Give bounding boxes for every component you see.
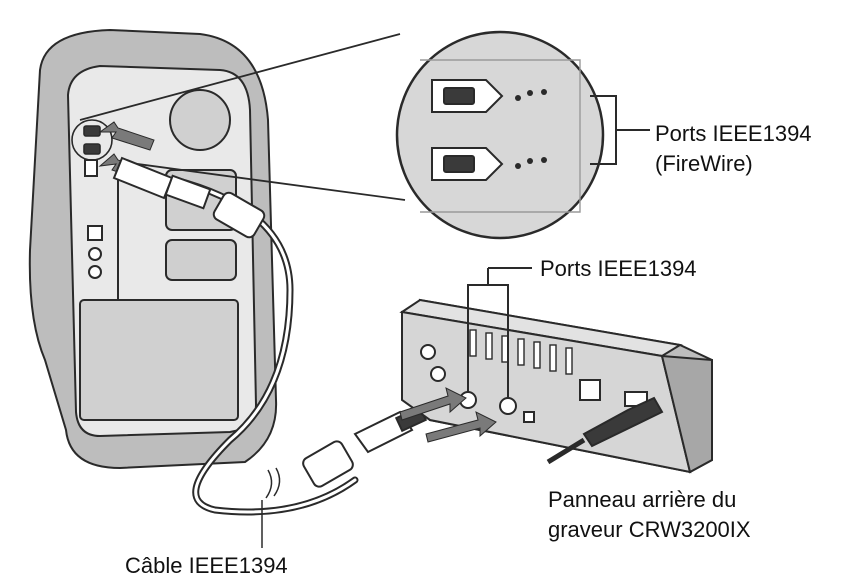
zoom-circle — [395, 30, 605, 240]
drive-vent-slots — [469, 329, 573, 375]
cd-writer-drive — [399, 298, 713, 474]
drive-ports-label: Ports IEEE1394 — [540, 256, 697, 281]
drive-panel-label-line2: graveur CRW3200IX — [548, 517, 751, 542]
cable-label: Câble IEEE1394 — [125, 553, 288, 578]
cable-plug-computer — [112, 156, 212, 210]
ieee1394-cable-inner — [173, 178, 357, 514]
zoom-connector-lines — [79, 33, 406, 201]
drive-firewire-ports — [459, 391, 517, 415]
cable-break-marks — [261, 467, 281, 548]
firewire-ports-label: Ports IEEE1394 — [655, 121, 812, 146]
power-cable — [546, 396, 664, 465]
computer-back-view — [28, 28, 278, 470]
zoomed-port-top — [431, 79, 504, 113]
firewire-ports-sublabel: (FireWire) — [655, 151, 753, 176]
computer-firewire-ports — [71, 119, 113, 161]
firewire-symbol-icon — [515, 89, 547, 169]
zoomed-port-bottom — [431, 147, 504, 181]
drive-panel-label-line1: Panneau arrière du — [548, 487, 737, 512]
ferrite-core — [212, 191, 354, 488]
firewire-ports-bracket — [590, 95, 650, 165]
insertion-arrows-drive — [399, 387, 497, 443]
drive-ports-bracket — [467, 267, 532, 398]
